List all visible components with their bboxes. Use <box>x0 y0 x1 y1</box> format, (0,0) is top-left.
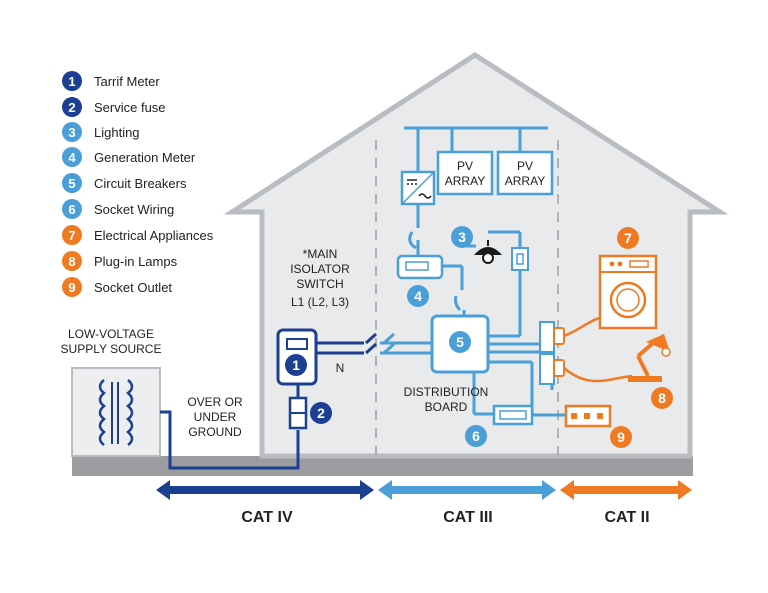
ground-label-line1: OVER OR <box>187 395 243 409</box>
badge-4: 4 <box>407 285 429 307</box>
cat-iv-label: CAT IV <box>241 509 293 526</box>
cat-ii-label: CAT II <box>604 509 649 526</box>
badge-5: 5 <box>449 331 471 353</box>
legend-label-2: Service fuse <box>94 100 166 115</box>
socket-wiring-box <box>492 404 534 426</box>
legend-number-2: 2 <box>68 100 75 115</box>
house-outline <box>223 52 729 459</box>
badge-6-number: 6 <box>472 428 480 444</box>
pv-array-2-label-line1: PV <box>517 159 533 173</box>
pv-array-1-label-line1: PV <box>457 159 473 173</box>
badge-7-number: 7 <box>624 230 632 246</box>
legend-label-5: Circuit Breakers <box>94 176 187 191</box>
legend-item-1: 1 Tarrif Meter <box>62 71 160 91</box>
badge-6: 6 <box>465 425 487 447</box>
badge-1-number: 1 <box>292 357 300 373</box>
socket-outlet-strip <box>564 404 612 428</box>
cat-iii-label: CAT III <box>443 509 492 526</box>
distribution-label-line1: DISTRIBUTION <box>404 385 489 399</box>
cat2-cables <box>563 316 633 383</box>
isolator-label-line4: L1 (L2, L3) <box>291 295 349 309</box>
isolator-label-line2: ISOLATOR <box>290 262 350 276</box>
legend-label-1: Tarrif Meter <box>94 74 160 89</box>
legend-label-8: Plug-in Lamps <box>94 254 178 269</box>
pv-array-2: PV ARRAY <box>496 150 554 196</box>
legend-item-8: 8 Plug-in Lamps <box>62 251 178 271</box>
badge-8-number: 8 <box>658 390 666 406</box>
legend-label-9: Socket Outlet <box>94 280 172 295</box>
legend-number-5: 5 <box>68 176 75 191</box>
legend-item-6: 6 Socket Wiring <box>62 199 174 219</box>
badge-8: 8 <box>651 387 673 409</box>
legend-number-7: 7 <box>68 228 75 243</box>
ground-label-line2: UNDER <box>194 410 237 424</box>
washing-machine-icon <box>598 254 658 330</box>
legend-number-3: 3 <box>68 125 75 140</box>
main-feed-lines <box>316 332 432 355</box>
legend-label-6: Socket Wiring <box>94 202 174 217</box>
legend-label-3: Lighting <box>94 125 140 140</box>
legend-number-9: 9 <box>68 280 75 295</box>
inverter-icon <box>400 170 436 206</box>
pv-array-1: PV ARRAY <box>436 150 494 196</box>
legend-number-6: 6 <box>68 202 75 217</box>
badge-9: 9 <box>610 426 632 448</box>
badge-7: 7 <box>617 227 639 249</box>
pv-array-2-label-line2: ARRAY <box>505 174 545 188</box>
distribution-label-line2: BOARD <box>425 400 468 414</box>
legend-item-7: 7 Electrical Appliances <box>62 225 214 245</box>
badge-4-number: 4 <box>414 288 422 304</box>
isolator-label-line3: SWITCH <box>296 277 343 291</box>
badge-9-number: 9 <box>617 429 625 445</box>
badge-5-number: 5 <box>456 334 464 350</box>
badge-3: 3 <box>451 226 473 248</box>
ceiling-lamp-icon <box>474 240 502 264</box>
legend: 1 Tarrif Meter 2 Service fuse 3 Lighting… <box>62 71 214 297</box>
supply-transformer <box>71 367 161 457</box>
legend-number-8: 8 <box>68 254 75 269</box>
legend-label-7: Electrical Appliances <box>94 228 214 243</box>
legend-number-1: 1 <box>68 74 75 89</box>
legend-item-4: 4 Generation Meter <box>62 147 196 167</box>
supply-cable <box>160 410 300 470</box>
wall-sockets <box>539 321 565 385</box>
ground-label-line3: GROUND <box>188 425 242 439</box>
supply-label-line1: LOW-VOLTAGE <box>68 327 154 341</box>
pv-array-1-label-line2: ARRAY <box>445 174 485 188</box>
desk-lamp-icon <box>628 334 671 382</box>
legend-number-4: 4 <box>68 150 76 165</box>
light-switch-icon <box>511 247 529 271</box>
ground-strip <box>72 456 693 476</box>
badge-2-number: 2 <box>317 405 325 421</box>
cat-iii-arrow: CAT III <box>378 480 556 526</box>
badge-1: 1 <box>285 354 307 376</box>
generation-meter <box>396 254 444 280</box>
isolator-label-line1: *MAIN <box>303 247 338 261</box>
badge-2: 2 <box>310 402 332 424</box>
legend-item-2: 2 Service fuse <box>62 97 166 117</box>
badge-3-number: 3 <box>458 229 466 245</box>
legend-item-9: 9 Socket Outlet <box>62 277 172 297</box>
legend-item-5: 5 Circuit Breakers <box>62 173 187 193</box>
cat-iv-arrow: CAT IV <box>156 480 374 526</box>
neutral-label: N <box>336 361 345 375</box>
legend-label-4: Generation Meter <box>94 150 196 165</box>
service-fuse <box>288 396 308 430</box>
legend-item-3: 3 Lighting <box>62 122 140 142</box>
supply-label-line2: SUPPLY SOURCE <box>61 342 162 356</box>
cat-ii-arrow: CAT II <box>560 480 692 526</box>
